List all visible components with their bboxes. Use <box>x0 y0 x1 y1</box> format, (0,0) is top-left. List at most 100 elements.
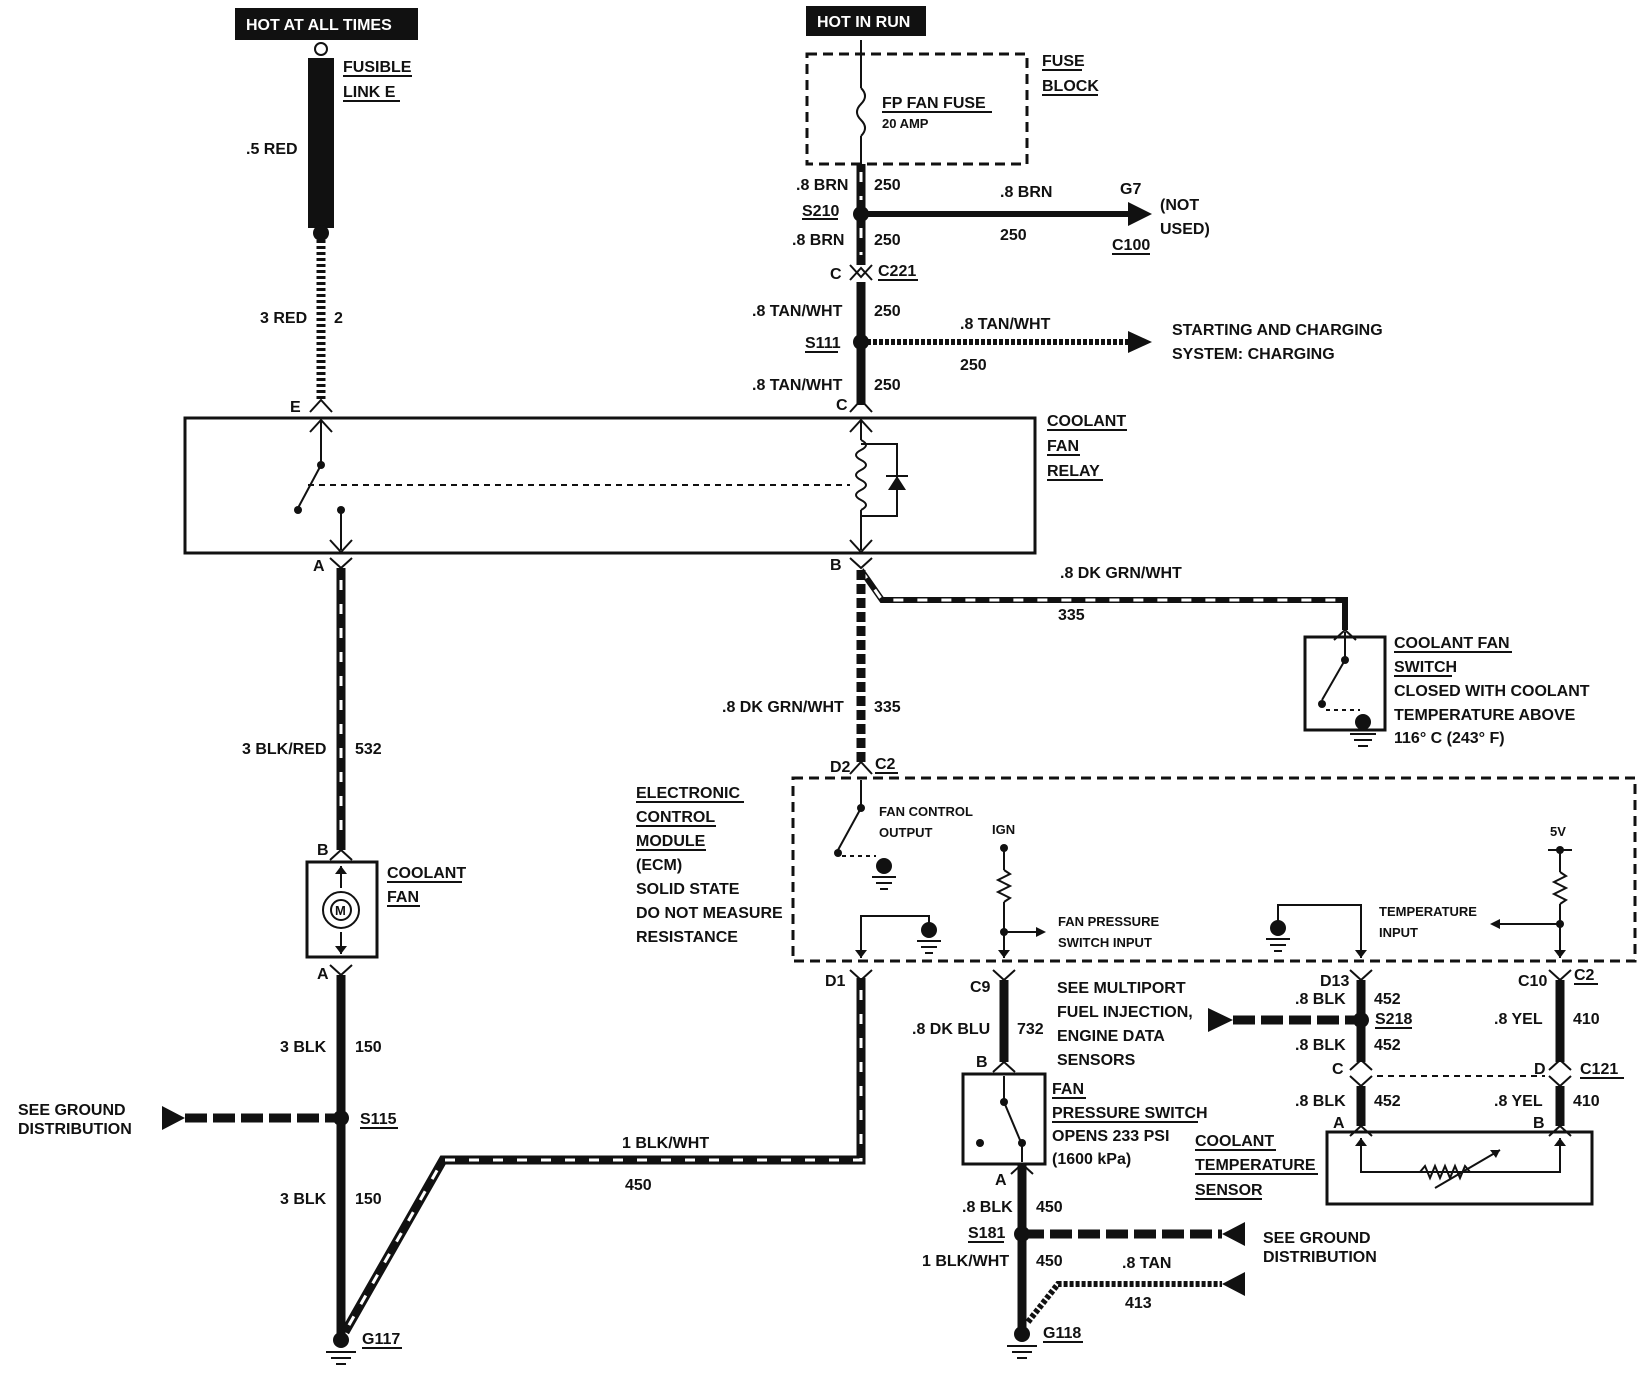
wire-label-1-blkwht: 1 BLK/WHT <box>622 1135 709 1152</box>
connector-c221: C221 <box>878 263 916 280</box>
see-ground-note: SEE GROUND <box>18 1102 126 1119</box>
wire-label-3-red: 3 RED <box>260 310 307 327</box>
connector-c121: C121 <box>1580 1061 1618 1078</box>
wire-label-08-dkblu: .8 DK BLU <box>912 1021 990 1038</box>
fuse-name: FP FAN FUSE <box>882 95 986 112</box>
fusible-link-label: FUSIBLE <box>343 59 412 76</box>
wire-label-08-tanwht-3: .8 TAN/WHT <box>960 316 1051 333</box>
c121-terminal-c: C <box>1332 1061 1344 1078</box>
circuit-410: 410 <box>1573 1011 1600 1028</box>
ecm-ground-icon <box>872 876 896 890</box>
temp-sensor-label-2: TEMPERATURE <box>1195 1157 1316 1174</box>
hot-in-run-label: HOT IN RUN <box>817 14 910 31</box>
circuit-732: 732 <box>1017 1021 1044 1038</box>
pressure-switch-note-2: (1600 kPa) <box>1052 1151 1131 1168</box>
coolant-fan-label: COOLANT <box>387 865 466 882</box>
circuit-335: 335 <box>1058 607 1085 624</box>
pressure-switch-label-2: PRESSURE SWITCH <box>1052 1105 1208 1122</box>
mpfi-note: SEE MULTIPORT <box>1057 980 1186 997</box>
fusible-link-body <box>308 58 334 228</box>
ecm-label-4: (ECM) <box>636 857 682 874</box>
fan-terminal-b: B <box>317 842 329 859</box>
wire-label-08-tan: .8 TAN <box>1122 1255 1171 1272</box>
ground-g118-icon <box>1007 1345 1037 1359</box>
circuit-150: 150 <box>355 1039 382 1056</box>
ground-switch-icon <box>1350 733 1376 747</box>
wire-label-08-yel: .8 YEL <box>1494 1011 1543 1028</box>
wire-label-3-blkred: 3 BLK/RED <box>242 741 326 758</box>
circuit-250-3: 250 <box>1000 227 1027 244</box>
ecm-label: ELECTRONIC <box>636 785 740 802</box>
circuit-413: 413 <box>1125 1295 1152 1312</box>
fan-switch-label-2: SWITCH <box>1394 659 1457 676</box>
connector-g7: G7 <box>1120 181 1141 198</box>
relay-label-2: FAN <box>1047 438 1079 455</box>
diode-icon <box>888 476 906 490</box>
circuit-452: 452 <box>1374 991 1401 1008</box>
circuit-250-2: 250 <box>874 232 901 249</box>
splice-s181: S181 <box>968 1225 1005 1242</box>
hot-at-all-times-banner <box>235 8 418 40</box>
fusible-link-terminal <box>314 42 328 56</box>
wire-label-08-dkgrnwht-2: .8 DK GRN/WHT <box>722 699 844 716</box>
ecm-box <box>791 776 1637 963</box>
pressure-switch-terminal-a: A <box>995 1172 1007 1189</box>
relay-terminal-b: B <box>830 557 842 574</box>
ecm-label-3: MODULE <box>636 833 706 850</box>
circuit-532: 532 <box>355 741 382 758</box>
mpfi-note-2: FUEL INJECTION, <box>1057 1004 1193 1021</box>
ecm-connector-c2-b: C2 <box>1574 967 1595 984</box>
circuit-250-4: 250 <box>874 303 901 320</box>
relay-coil-icon <box>855 439 867 511</box>
wire-label-08-brn-2: .8 BRN <box>792 232 844 249</box>
see-ground-note-b-2: DISTRIBUTION <box>1263 1249 1377 1266</box>
fuse-block-box <box>805 52 1029 166</box>
wire-label-08-blk-3: .8 BLK <box>1295 1037 1346 1054</box>
fuse-icon <box>856 87 866 137</box>
ign-label: IGN <box>992 822 1015 837</box>
splice-s111: S111 <box>805 335 841 352</box>
circuit-250: 250 <box>874 177 901 194</box>
relay-terminal-a: A <box>313 558 325 575</box>
circuit-450: 450 <box>625 1177 652 1194</box>
temp-input-label: TEMPERATURE <box>1379 904 1477 919</box>
circuit-450-2: 450 <box>1036 1199 1063 1216</box>
not-used-note: (NOT <box>1160 197 1199 214</box>
wire-label-08-tanwht: .8 TAN/WHT <box>752 303 843 320</box>
connector-c100: C100 <box>1112 237 1150 254</box>
ecm-terminal-d2: D2 <box>830 759 851 776</box>
circuit-450-3: 450 <box>1036 1253 1063 1270</box>
fuse-block-label: FUSE <box>1042 53 1085 70</box>
coolant-fan-relay-box <box>183 416 1037 555</box>
fuse-rating: 20 AMP <box>882 116 929 131</box>
wire-label-3-blk: 3 BLK <box>280 1039 327 1056</box>
fan-switch-label: COOLANT FAN <box>1394 635 1510 652</box>
coolant-temp-sensor-box <box>1325 1130 1594 1206</box>
motor-letter: M <box>335 903 346 918</box>
wire-label-05-red: .5 RED <box>246 141 298 158</box>
temp-sensor-label: COOLANT <box>1195 1133 1274 1150</box>
sensor-terminal-b: B <box>1533 1115 1545 1132</box>
mpfi-note-3: ENGINE DATA <box>1057 1028 1165 1045</box>
5v-resistor-icon <box>1551 871 1569 905</box>
ecm-terminal-c10: C10 <box>1518 973 1547 990</box>
ecm-connector-c2: C2 <box>875 756 896 773</box>
wire-label-08-brn-3: .8 BRN <box>1000 184 1052 201</box>
relay-terminal-c: C <box>836 397 848 414</box>
terminal-e: E <box>290 399 301 416</box>
ecm-note-2: DO NOT MEASURE <box>636 905 783 922</box>
circuit-410-2: 410 <box>1573 1093 1600 1110</box>
thermistor-icon <box>1419 1163 1471 1181</box>
wire-label-08-brn: .8 BRN <box>796 177 848 194</box>
fan-switch-note-3: 116° C (243° F) <box>1394 730 1505 747</box>
see-ground-note-b: SEE GROUND <box>1263 1230 1371 1247</box>
temp-sensor-label-3: SENSOR <box>1195 1182 1263 1199</box>
temp-input-label-2: INPUT <box>1379 925 1418 940</box>
wire-label-08-yel-2: .8 YEL <box>1494 1093 1543 1110</box>
connector-c: C <box>830 266 842 283</box>
relay-label: COOLANT <box>1047 413 1126 430</box>
mpfi-note-4: SENSORS <box>1057 1052 1136 1069</box>
coolant-fan-box <box>305 860 379 959</box>
wire-label-08-blk-2: .8 BLK <box>1295 991 1346 1008</box>
